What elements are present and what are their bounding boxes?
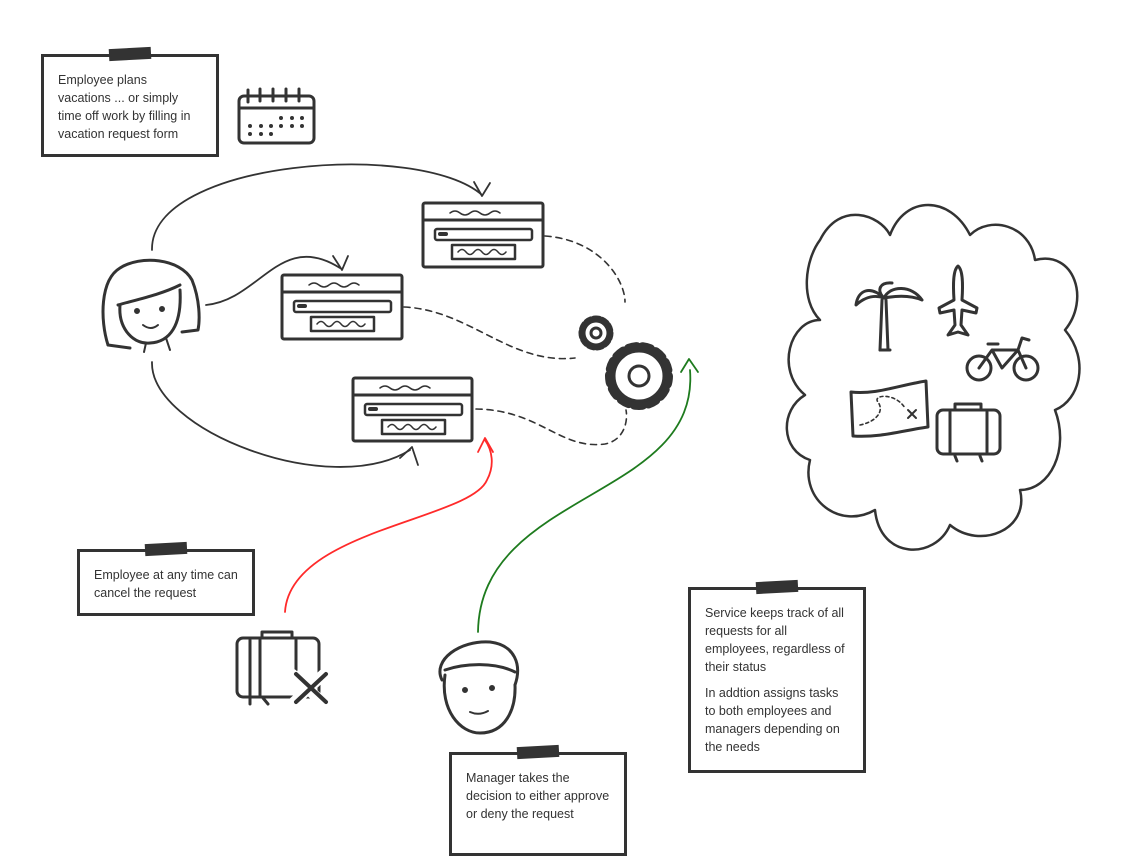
tape (144, 541, 188, 557)
suitcase-icon (935, 402, 1002, 463)
vacation-cloud (785, 203, 1081, 551)
cancel-arrow (284, 437, 494, 613)
manager-avatar (438, 640, 520, 735)
dashed-links (403, 235, 628, 446)
note-text-2: In addtion assigns tasks to both employe… (705, 686, 840, 754)
note-text-1: Service keeps track of all requests for … (705, 606, 845, 674)
note-manager: Manager takes the decision to either app… (449, 744, 627, 856)
note-service: Service keeps track of all requests for … (688, 579, 866, 773)
note-employee-plans: Employee plans vacations ... or simply t… (41, 46, 219, 157)
request-form-icon-1 (421, 201, 545, 269)
flow-arrows (151, 163, 491, 468)
request-form-icon-2 (280, 273, 404, 341)
calendar-icon (237, 87, 316, 145)
note-text: Manager takes the decision to either app… (466, 771, 610, 821)
palm-tree-icon (854, 281, 924, 352)
approve-arrow (477, 358, 699, 633)
gear-icon-small (578, 315, 614, 351)
airplane-icon (937, 264, 979, 337)
request-form-icon-3 (351, 376, 474, 443)
gear-icon-large (605, 342, 673, 410)
cancelled-suitcase-icon (235, 630, 330, 710)
tape (516, 744, 560, 760)
bicycle-icon (965, 336, 1040, 382)
employee-avatar (101, 258, 201, 353)
map-icon (849, 379, 930, 438)
tape (108, 46, 152, 62)
note-text: Employee at any time can cancel the requ… (94, 568, 238, 600)
tape (755, 579, 799, 595)
note-text: Employee plans vacations ... or simply t… (58, 73, 191, 141)
note-employee-cancel: Employee at any time can cancel the requ… (77, 541, 255, 616)
